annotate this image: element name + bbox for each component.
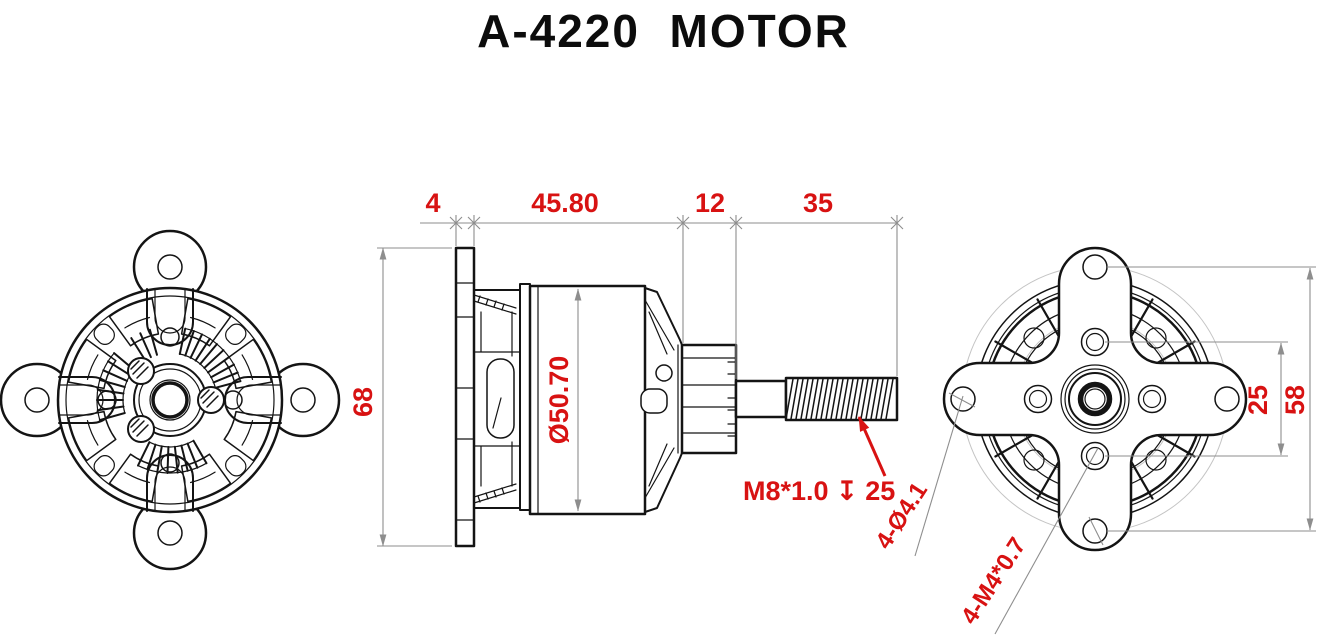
dim-mount-spacing: 58 — [1280, 385, 1310, 415]
front-screws — [127, 357, 225, 443]
rear-view — [942, 246, 1248, 552]
mount-ear-holes — [24, 254, 316, 546]
rear-center-boss — [1060, 364, 1130, 434]
rear-internals — [989, 293, 1201, 505]
dim-plate-thickness: 4 — [425, 188, 440, 218]
screw-holes-callout: 4-M4*0.7 — [956, 533, 1032, 629]
hub-lines — [681, 357, 737, 434]
thread-callout-label: M8*1.0↧25 — [743, 476, 895, 506]
bell-rim — [519, 283, 531, 511]
bell-cylinder — [528, 284, 647, 516]
motor-shaft — [734, 379, 788, 419]
bell-outer-rim — [56, 286, 284, 514]
depth-symbol-icon: ↧ — [836, 476, 859, 506]
front-adapter — [473, 289, 521, 509]
drawing-title: A-4220 MOTOR — [477, 5, 850, 57]
cross-mount-plate — [942, 246, 1248, 552]
dim-shaft-length: 35 — [803, 188, 833, 218]
side-view: 4 45.80 12 35 68 Ø50.70 M8*1.0↧25 — [348, 188, 904, 548]
thread-callout-arrow — [857, 416, 887, 477]
dim-hub-length: 12 — [695, 188, 725, 218]
dim-bell-diameter: Ø50.70 — [544, 356, 574, 445]
dim-screw-spacing: 25 — [1243, 385, 1273, 415]
shaft-hub — [680, 343, 738, 455]
rim-reliefs — [93, 323, 247, 477]
thread-hatching — [785, 378, 894, 420]
stator-teeth — [96, 327, 242, 474]
dim-bell-length: 45.80 — [531, 188, 599, 218]
mount-ears — [0, 229, 341, 571]
mount-plate-lines — [455, 282, 475, 521]
m4-screw-holes — [1023, 327, 1167, 471]
end-bell — [640, 287, 683, 513]
front-view — [0, 229, 341, 571]
mount-plate-section — [454, 246, 476, 548]
side-view-dimensions: 4 45.80 12 35 68 Ø50.70 M8*1.0↧25 — [348, 188, 904, 547]
bell-inner-rim — [65, 295, 275, 505]
dim-plate-height: 68 — [348, 387, 378, 417]
spoke-cutouts — [67, 297, 273, 503]
